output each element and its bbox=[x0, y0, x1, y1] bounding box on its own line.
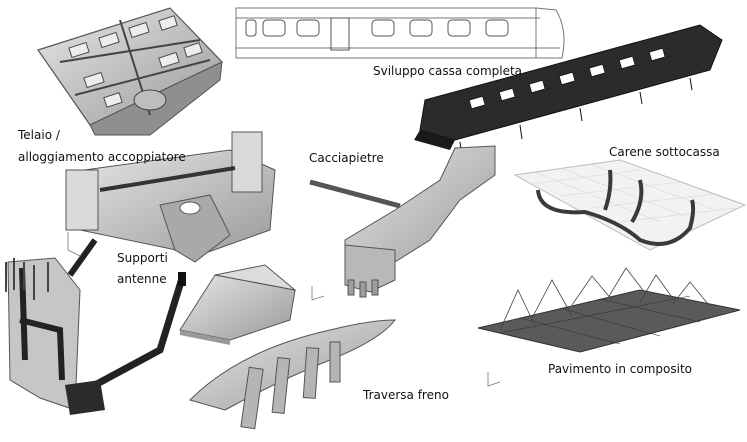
car-body-side-view bbox=[235, 7, 565, 59]
coupler-housing-model bbox=[65, 131, 276, 263]
label-traversa: Traversa freno bbox=[363, 388, 449, 402]
car-body-mesh-model bbox=[414, 24, 723, 157]
label-cacciapietre: Cacciapietre bbox=[309, 151, 384, 165]
traversa-freno-model bbox=[189, 319, 397, 430]
cacciapietre-model bbox=[309, 145, 496, 298]
label-telaio: Telaio / alloggiamento accoppiatore bbox=[18, 124, 186, 168]
carene-sottocassa-model bbox=[513, 159, 747, 251]
label-telaio-line2: alloggiamento accoppiatore bbox=[18, 150, 186, 164]
label-carene: Carene sottocassa bbox=[609, 145, 720, 159]
axis-triad bbox=[67, 232, 501, 387]
label-sviluppo: Sviluppo cassa completa bbox=[373, 64, 523, 78]
label-pavimento: Pavimento in composito bbox=[548, 362, 692, 376]
supporti-antenne-model bbox=[5, 238, 187, 415]
label-supporti-line1: Supporti bbox=[117, 251, 168, 265]
label-supporti: Supporti antenne bbox=[117, 248, 168, 290]
cover-box-model bbox=[179, 264, 297, 345]
telaio-frame-model bbox=[37, 7, 224, 136]
label-telaio-line1: Telaio / bbox=[18, 128, 60, 142]
label-supporti-line2: antenne bbox=[117, 272, 167, 286]
pavimento-composito-model bbox=[477, 267, 741, 353]
